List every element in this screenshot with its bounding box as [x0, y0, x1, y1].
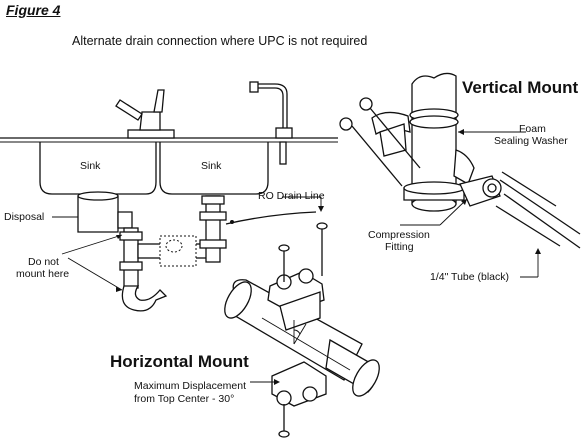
vertical-mount-pipe [403, 72, 465, 212]
label-ro-drain-line: RO Drain Line [258, 190, 325, 202]
ro-faucet [249, 81, 293, 165]
label-max-displacement-1: Maximum Displacement [134, 380, 247, 392]
kitchen-faucet [115, 89, 175, 139]
horizontal-mount-pipe [224, 279, 380, 397]
leader-lines-left [52, 196, 324, 292]
displacement-angle-marker [250, 320, 307, 385]
heading-vertical-mount: Vertical Mount [462, 78, 579, 97]
figure-title: Figure 4 [6, 2, 61, 18]
vertical-compression-fitting [459, 175, 502, 207]
diagram-caption: Alternate drain connection where UPC is … [72, 34, 368, 48]
vertical-saddle-clamp [339, 97, 475, 187]
label-foam-1: Foam [519, 123, 546, 135]
heading-horizontal-mount: Horizontal Mount [110, 352, 249, 371]
garbage-disposal [77, 191, 133, 233]
leader-lines-vertical [400, 129, 541, 278]
horizontal-saddle-clamp [267, 268, 327, 407]
label-do-not-mount-2: mount here [16, 268, 70, 280]
label-sink-left: Sink [80, 160, 101, 172]
label-sink-right: Sink [201, 160, 222, 172]
ro-drain-line-tube [225, 211, 317, 225]
label-tube: 1/4" Tube (black) [430, 271, 510, 283]
label-compression-2: Fitting [385, 241, 414, 253]
drain-piping [119, 195, 227, 312]
label-max-displacement-2: from Top Center - 30° [134, 393, 235, 405]
label-do-not-mount-1: Do not [28, 256, 59, 268]
label-foam-2: Sealing Washer [494, 135, 568, 147]
label-compression-1: Compression [368, 229, 430, 241]
right-sink-basin [159, 142, 269, 195]
quarter-inch-tube [495, 171, 581, 249]
horizontal-clamp-bolts [278, 222, 328, 438]
label-disposal: Disposal [4, 211, 45, 223]
